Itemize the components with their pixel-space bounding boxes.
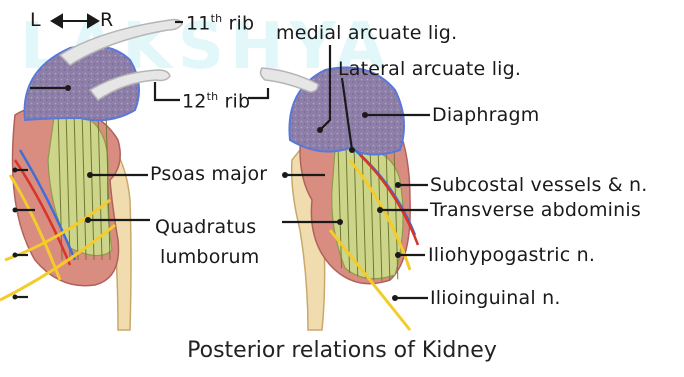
diagram-caption: Posterior relations of Kidney [0, 338, 684, 363]
label-quadratus: Quadratus [155, 216, 256, 238]
label-12th-rib: 12th rib [182, 90, 250, 112]
label-lateral-arcuate-ligament: Lateral arcuate lig. [338, 58, 521, 80]
rib11-number: 11 [186, 12, 211, 34]
rib11-word: rib [229, 12, 255, 34]
rib12-word: rib [225, 90, 251, 112]
orientation-left: L [30, 9, 41, 31]
orientation-arrow [52, 15, 98, 27]
label-psoas-major: Psoas major [150, 163, 267, 185]
label-ilioinguinal-nerve: Ilioinguinal n. [430, 287, 561, 309]
rib12-number: 12 [182, 90, 207, 112]
rib-12-right [261, 68, 318, 92]
label-medial-arcuate-ligament: medial arcuate lig. [276, 22, 457, 44]
label-iliohypogastric-nerve: Iliohypogastric n. [428, 244, 595, 266]
label-subcostal-vessels-nerve: Subcostal vessels & n. [430, 174, 648, 196]
label-diaphragm: Diaphragm [432, 104, 539, 126]
orientation-right: R [100, 9, 113, 31]
quadratus-right [332, 148, 403, 279]
label-11th-rib: 11th rib [186, 12, 254, 34]
rib11-suffix: th [211, 12, 223, 25]
label-lumborum: lumborum [160, 246, 259, 268]
label-transverse-abdominis: Transverse abdominis [430, 199, 641, 221]
rib12-suffix: th [207, 90, 219, 103]
